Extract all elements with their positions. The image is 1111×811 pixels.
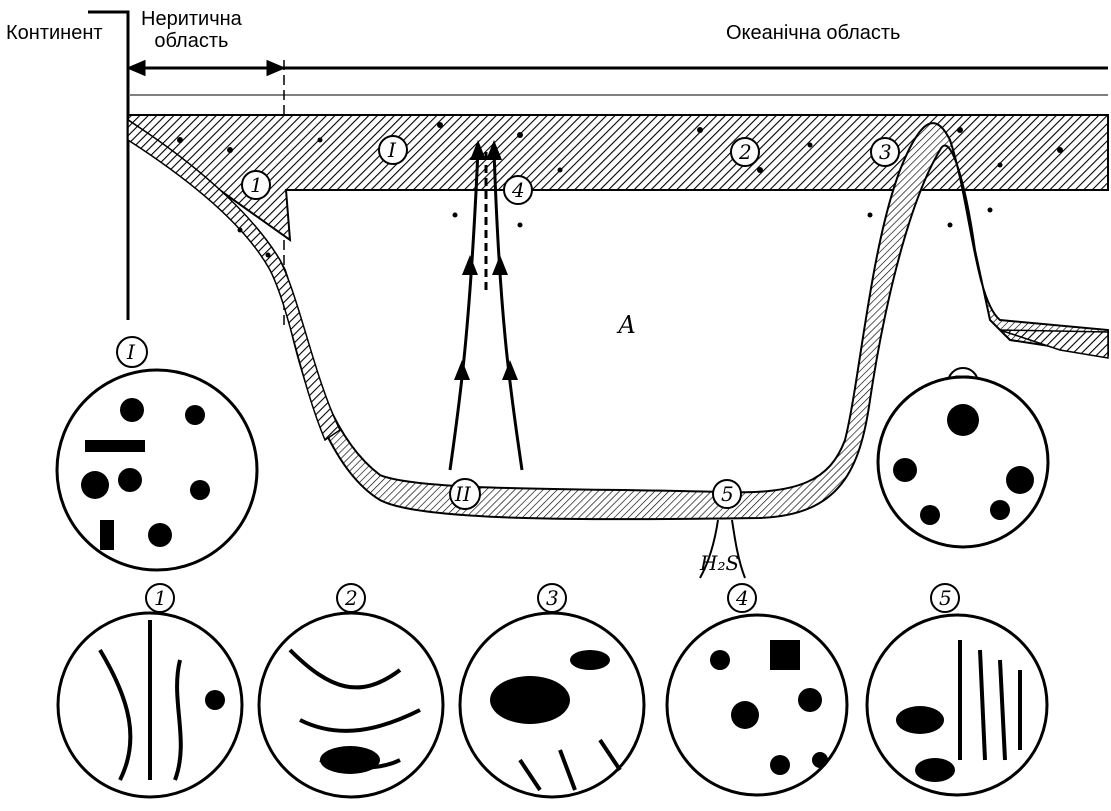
organism-circle-2: 2 <box>259 584 443 797</box>
circle-I-label: I <box>126 340 136 364</box>
circle-3-label: 3 <box>546 586 559 610</box>
organism-circle-5: 5 <box>867 584 1047 795</box>
organism-circle-1: 1 <box>58 584 242 797</box>
organism-circle-I: I <box>57 337 257 570</box>
organism-circle-II: II <box>878 368 1048 547</box>
marker-2: 2 <box>738 140 752 164</box>
circle-5-label: 5 <box>939 586 952 610</box>
marker-4-upwelling: 4 <box>511 178 525 202</box>
marker-5-vent: 5 <box>721 482 734 506</box>
right-shelf <box>1000 330 1108 358</box>
organism-circle-4: 4 <box>667 584 847 795</box>
marker-3: 3 <box>879 140 892 164</box>
marker-zone-II: II <box>454 482 472 506</box>
organism-circle-3: 3 <box>460 584 644 797</box>
h2s-label: H₂S <box>699 551 739 575</box>
marker-1-slope: 1 <box>250 173 263 197</box>
circle-2-label: 2 <box>344 586 358 610</box>
continent-boundary <box>88 12 128 320</box>
circle-1-label: 1 <box>154 586 167 610</box>
circle-4-label: 4 <box>735 586 749 610</box>
marker-zone-I: I <box>387 138 397 162</box>
deep-zone-label: А <box>616 311 636 339</box>
